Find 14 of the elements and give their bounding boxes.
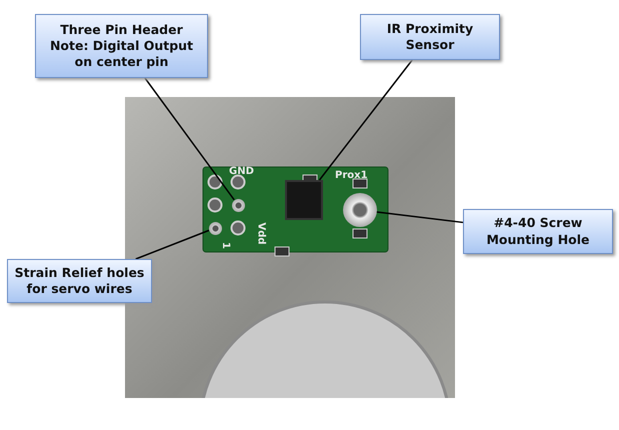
leader-line: [376, 211, 464, 224]
callout-box: [35, 14, 208, 78]
silkscreen-label: GND: [229, 166, 254, 177]
leader-line: [135, 230, 210, 260]
callout-box: #4-40 Screw Mounting Hole: [463, 209, 613, 254]
leader-line: [318, 60, 413, 180]
silkscreen-label: 1: [220, 242, 231, 249]
callout-note: Note: Digital Output on center pin: [48, 38, 194, 70]
callout-heading: Three Pin Header: [60, 22, 183, 38]
silkscreen-label: Prox1: [335, 170, 368, 181]
sensor-chip: [285, 180, 323, 220]
callout-box: Strain Relief holes for servo wires: [7, 259, 152, 303]
silkscreen-label: Vdd: [256, 222, 267, 245]
callout-box: IR Proximity Sensor: [360, 14, 500, 60]
